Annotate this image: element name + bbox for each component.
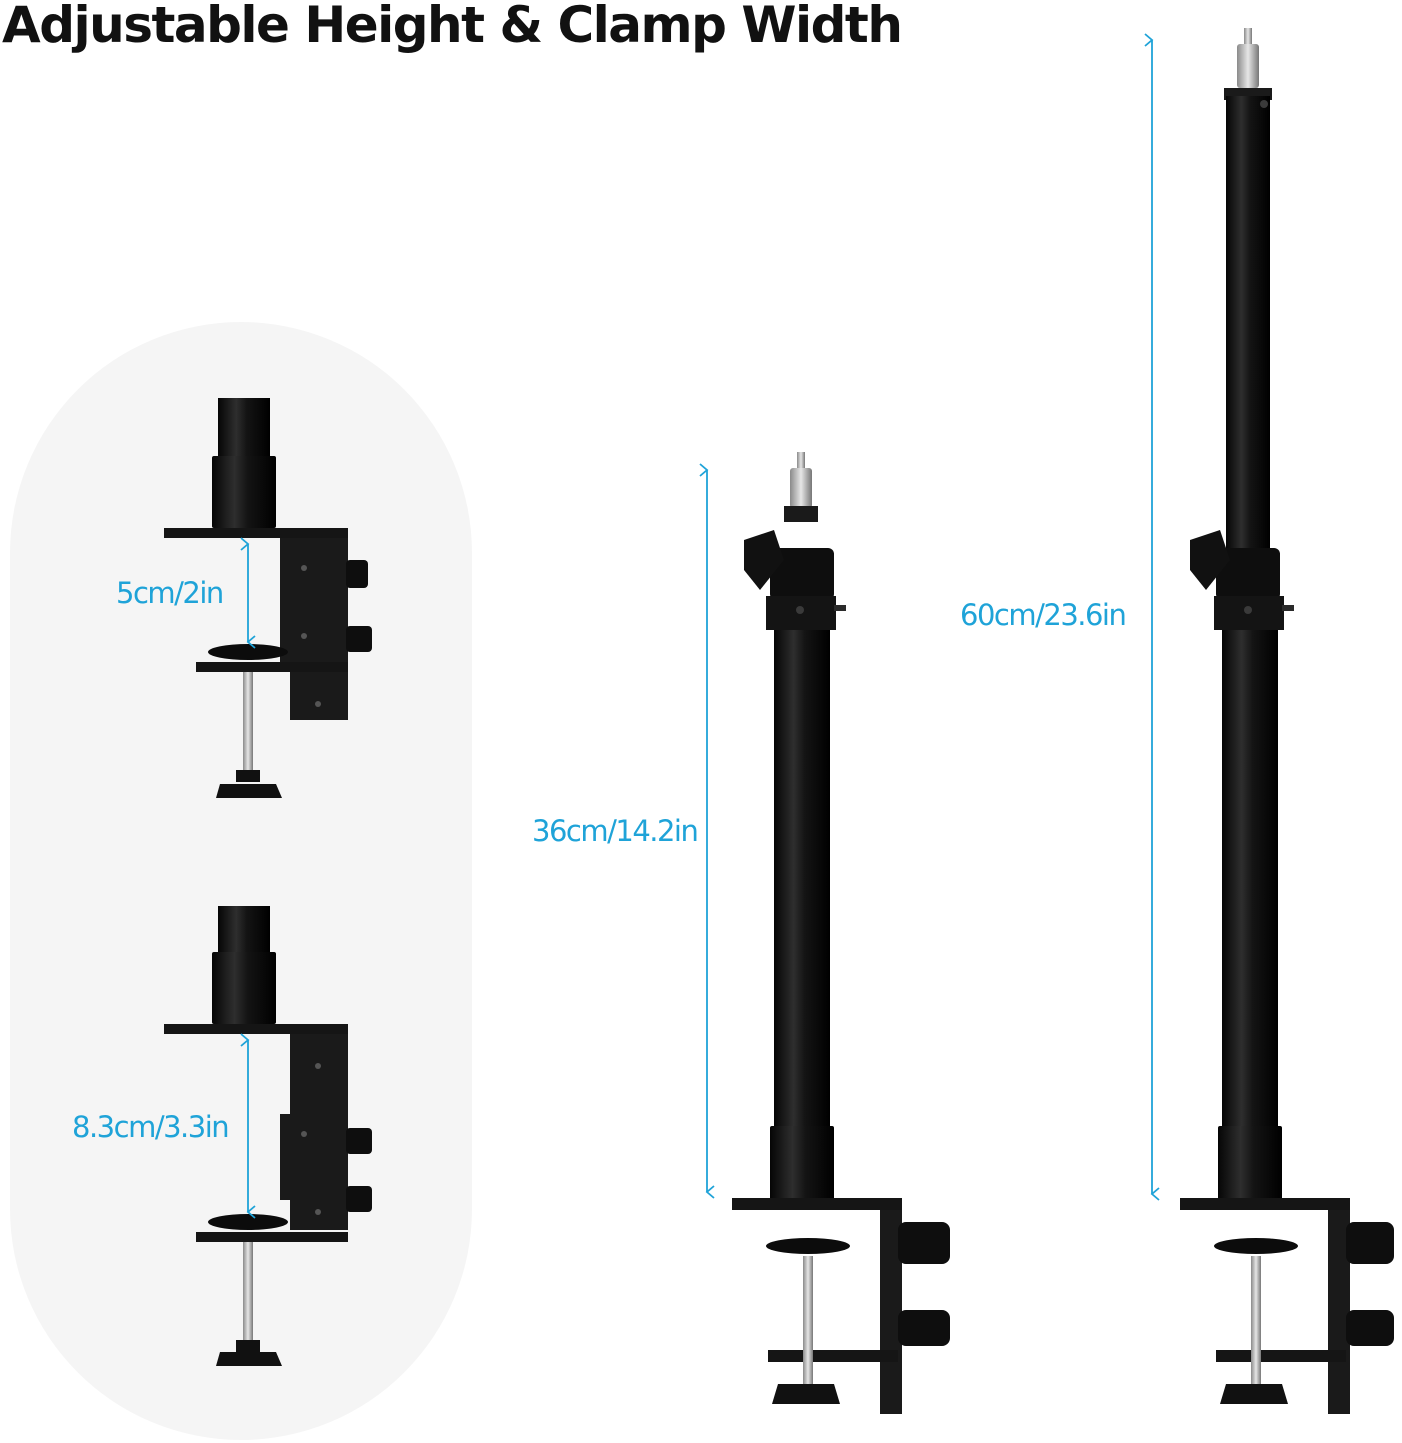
light-stand-short [732, 452, 950, 1414]
clamp-width-max-label: 8.3cm/3.3in [72, 1110, 230, 1144]
clamp-detail-narrow [164, 398, 372, 798]
clamp-width-min-label: 5cm/2in [116, 576, 224, 610]
headline: Adjustable Height & Clamp Width [2, 0, 903, 54]
light-stand-tall [1180, 28, 1394, 1414]
height-min-label: 36cm/14.2in [532, 814, 699, 848]
clamp-detail-wide [164, 906, 372, 1366]
height-max-label: 60cm/23.6in [960, 598, 1127, 632]
